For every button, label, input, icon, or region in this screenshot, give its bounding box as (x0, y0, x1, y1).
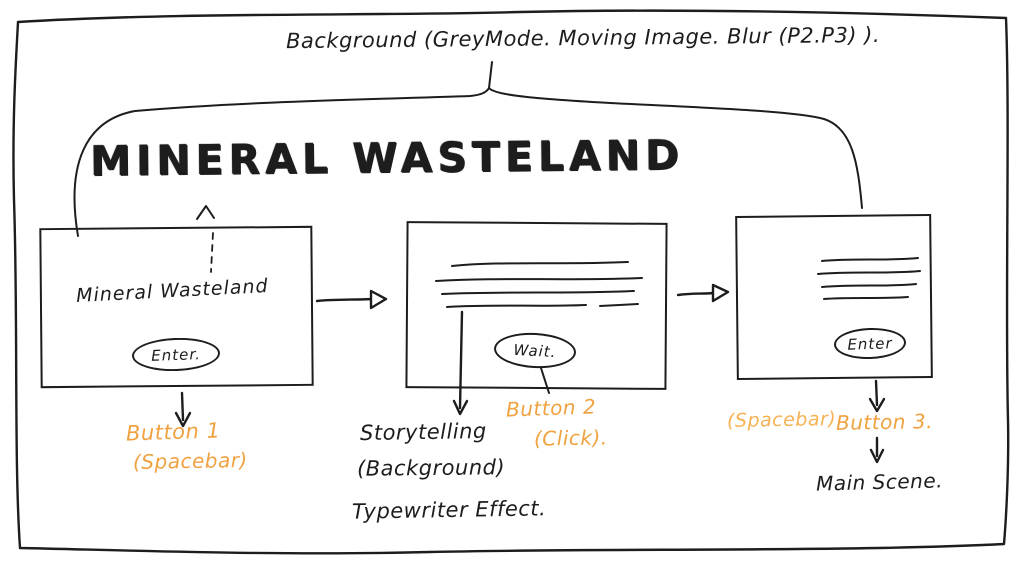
button2-note: Button 2 (505, 394, 597, 422)
screen-final-frame (735, 213, 933, 381)
typewriter-effect-note: Typewriter Effect. (351, 496, 547, 524)
button3-key-note: (Spacebar) (726, 408, 837, 432)
arrow-screen1-screen2 (315, 289, 388, 310)
wait-button-screen2-label: Wait. (513, 340, 557, 361)
storytelling-background-note: (Background) (356, 455, 506, 481)
arrow-screen2-screen3 (676, 283, 730, 303)
main-scene-note: Main Scene. (815, 468, 944, 496)
button1-key-note: (Spacebar) (132, 448, 248, 474)
enter-button-screen1-label: Enter. (150, 344, 202, 365)
storytelling-note: Storytelling (359, 418, 487, 446)
arrow-main-scene (869, 436, 885, 464)
button1-note: Button 1 (125, 418, 221, 446)
arrow-button3 (868, 379, 886, 413)
background-note: Background (GreyMode. Moving Image. Blur… (285, 22, 881, 54)
button2-action-note: (Click). (533, 425, 608, 451)
button3-note: Button 3. (835, 409, 934, 435)
game-title: MINERAL WASTELAND (89, 130, 685, 186)
enter-button-screen3-label: Enter (847, 333, 893, 354)
